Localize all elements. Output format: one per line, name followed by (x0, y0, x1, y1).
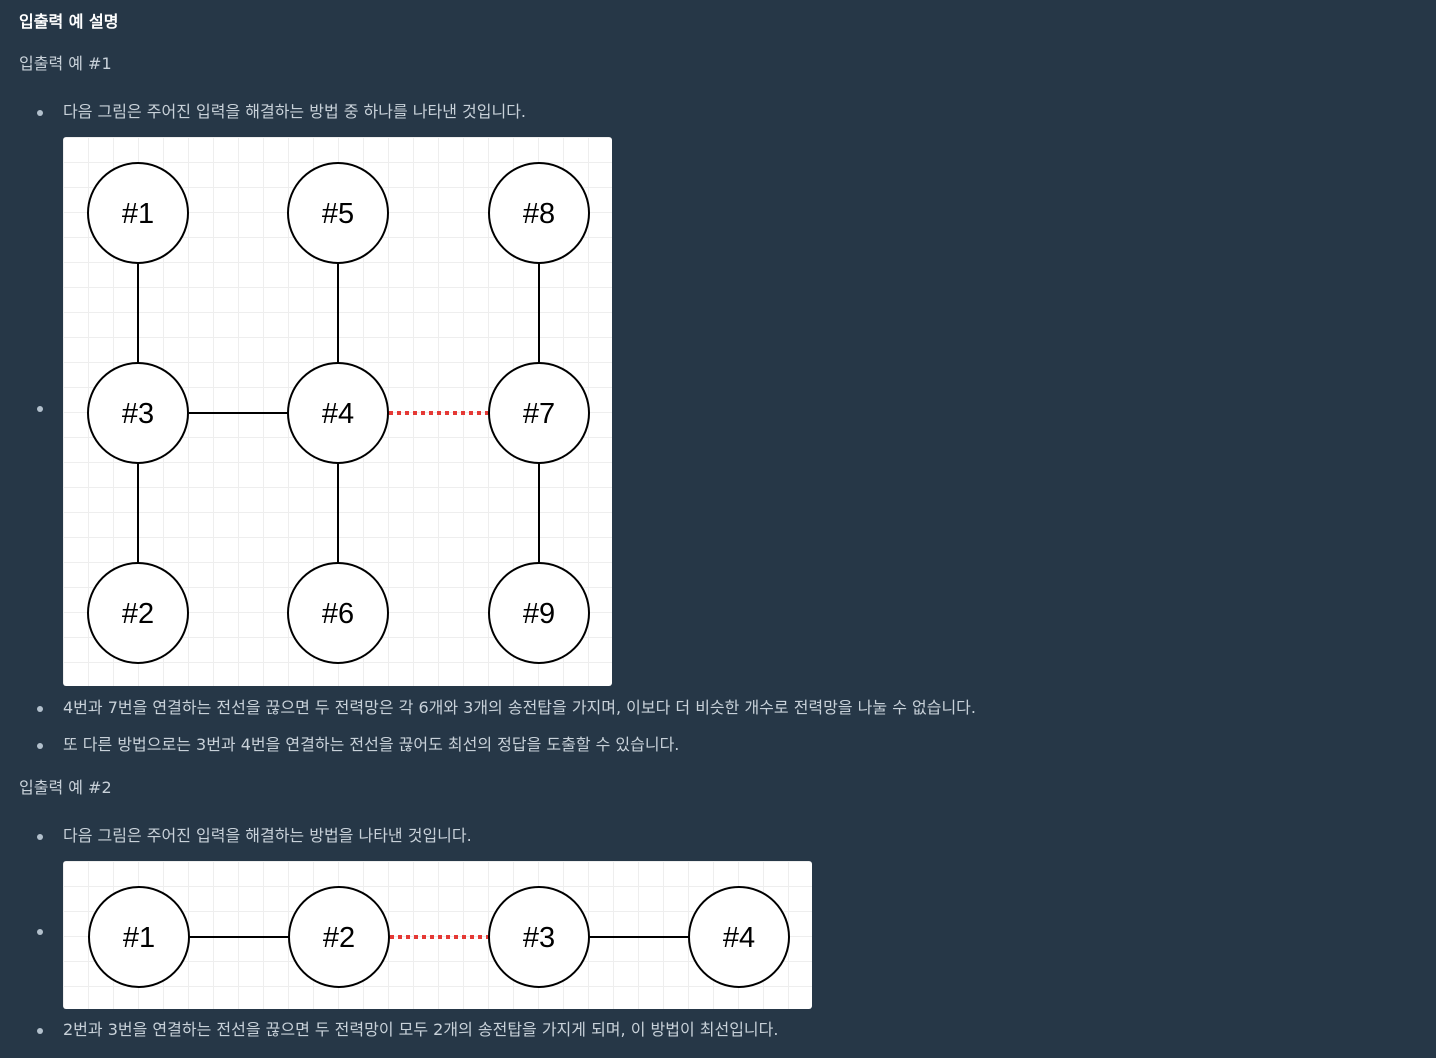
example2-graph: #1 #2 #3 #4 (88, 886, 790, 988)
node-label: #4 (322, 398, 354, 430)
example2-diagram: #1 #2 #3 #4 (63, 861, 812, 1009)
section-title: 입출력 예 설명 (19, 12, 119, 31)
node-label: #2 (122, 598, 154, 630)
node: #2 (288, 886, 390, 988)
node-label: #7 (523, 398, 555, 430)
example2-bullet-2: 2번과 3번을 연결하는 전선을 끊으면 두 전력망이 모두 2개의 송전탑을 … (63, 1020, 779, 1039)
example1-bullet-2: 4번과 7번을 연결하는 전선을 끊으면 두 전력망은 각 6개와 3개의 송전… (63, 698, 976, 717)
example1-graph: #1 #5 #8 #3 #4 #7 #2 #6 (87, 162, 590, 664)
example1-bullet-1: 다음 그림은 주어진 입력을 해결하는 방법 중 하나를 나타낸 것입니다. (63, 102, 527, 121)
node: #1 (87, 162, 189, 264)
node: #4 (688, 886, 790, 988)
node-label: #1 (123, 922, 155, 954)
example1-bullet-3: 또 다른 방법으로는 3번과 4번을 연결하는 전선을 끊어도 최선의 정답을 … (63, 735, 680, 754)
node-label: #5 (322, 198, 354, 230)
node: #1 (88, 886, 190, 988)
bullet-marker (37, 110, 43, 116)
node: #3 (488, 886, 590, 988)
node: #3 (87, 362, 189, 464)
node: #4 (287, 362, 389, 464)
bullet-marker (37, 406, 43, 412)
bullet-marker (37, 834, 43, 840)
example1-diagram: #1 #5 #8 #3 #4 #7 #2 #6 (63, 137, 612, 686)
node-label: #3 (122, 398, 154, 430)
node-label: #3 (523, 922, 555, 954)
node: #9 (488, 562, 590, 664)
node-label: #4 (723, 922, 755, 954)
node-label: #8 (523, 198, 555, 230)
node: #7 (488, 362, 590, 464)
bullet-marker (37, 929, 43, 935)
node: #5 (287, 162, 389, 264)
bullet-marker (37, 1028, 43, 1034)
node-label: #9 (523, 598, 555, 630)
node-label: #1 (122, 198, 154, 230)
node: #8 (488, 162, 590, 264)
example2-bullet-1: 다음 그림은 주어진 입력을 해결하는 방법을 나타낸 것입니다. (63, 826, 472, 845)
node-label: #2 (323, 922, 355, 954)
bullet-marker (37, 743, 43, 749)
node: #6 (287, 562, 389, 664)
bullet-marker (37, 706, 43, 712)
example2-title: 입출력 예 #2 (19, 778, 112, 797)
example1-title: 입출력 예 #1 (19, 54, 112, 73)
node-label: #6 (322, 598, 354, 630)
node: #2 (87, 562, 189, 664)
